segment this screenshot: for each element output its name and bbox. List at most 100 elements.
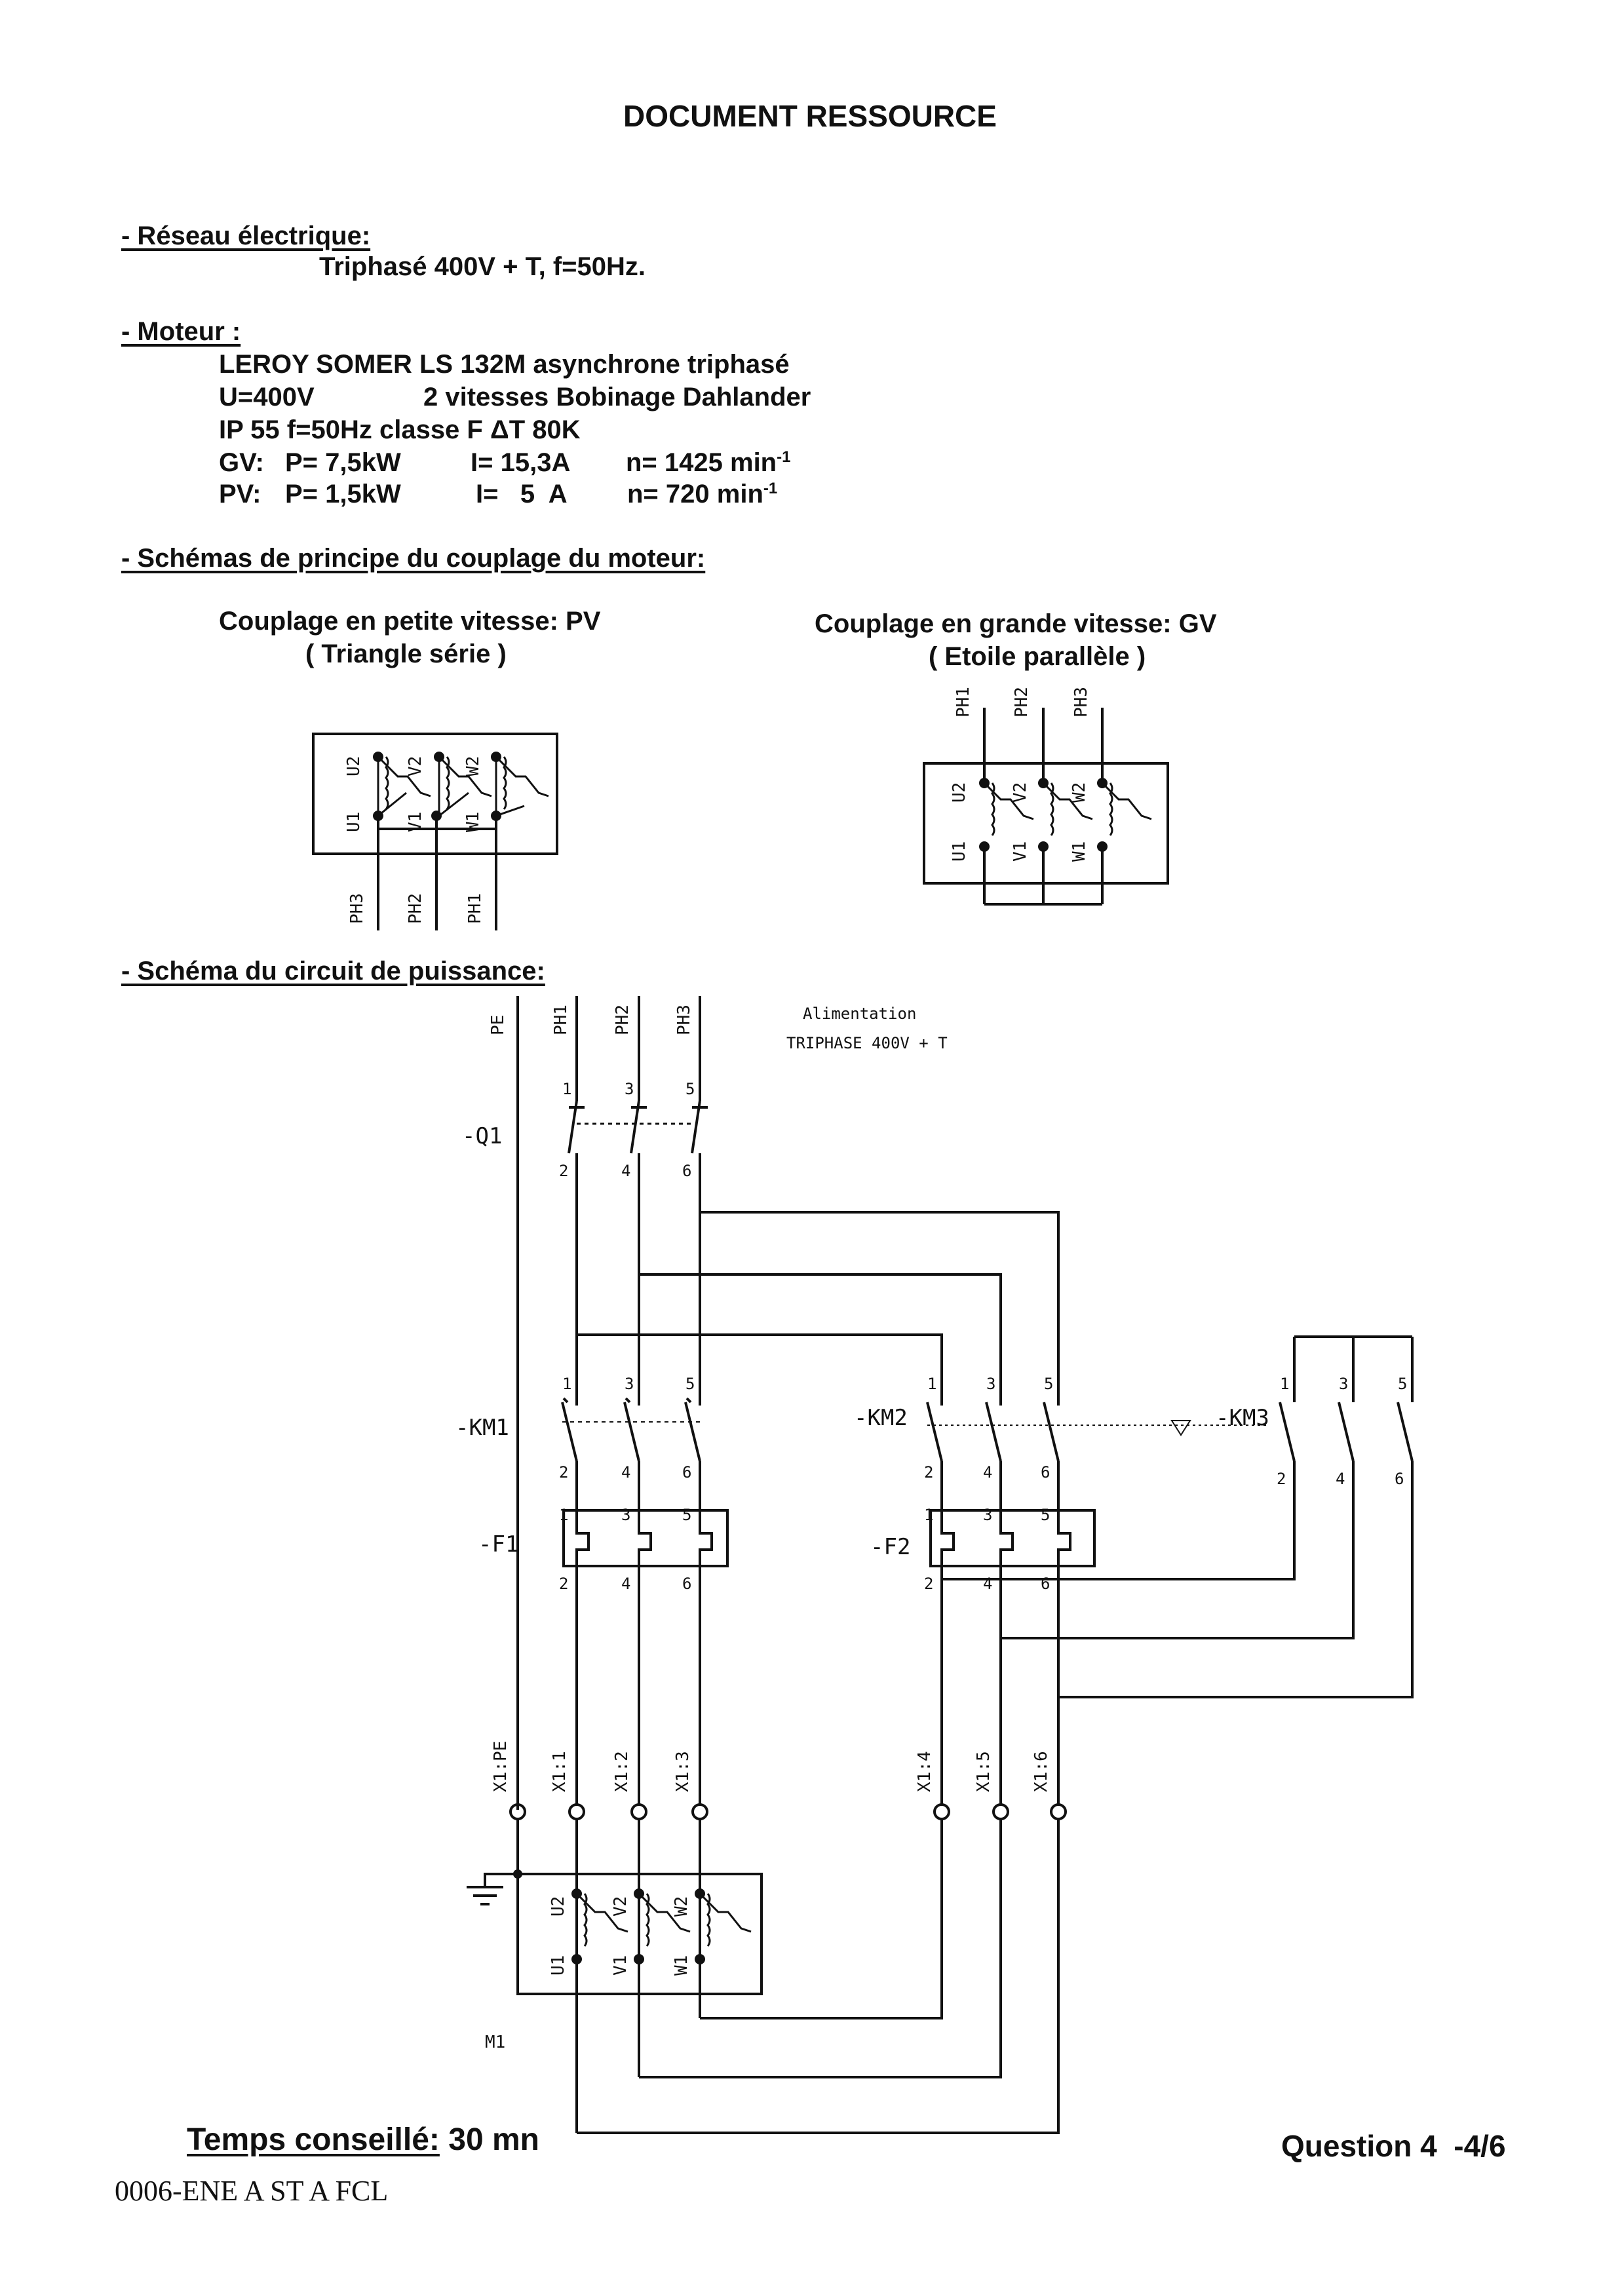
gv-w2-label: W2	[1070, 782, 1089, 803]
m1-w2-label: W2	[672, 1896, 691, 1917]
f1-n2: 2	[559, 1575, 568, 1593]
km3-n4: 4	[1336, 1470, 1345, 1488]
route-l3-km2	[700, 1211, 1060, 1383]
pv-u1-label: U1	[344, 812, 364, 832]
km2-n3: 3	[986, 1375, 995, 1393]
earth-symbol	[467, 1819, 519, 1905]
f1-n1: 1	[559, 1506, 568, 1524]
gv-current: I= 15,3A	[471, 448, 571, 477]
km3-n2: 2	[1277, 1470, 1286, 1488]
gv-speed: n= 1425 min-1	[626, 448, 791, 477]
km1-n2: 2	[559, 1463, 568, 1482]
pv-speed: n= 720 min-1	[627, 480, 778, 508]
x14-label: X1:4	[915, 1751, 935, 1792]
km3-star-route	[942, 1461, 1414, 1698]
x1pe-label: X1:PE	[491, 1741, 511, 1792]
alim-line1: Alimentation	[803, 1004, 916, 1023]
m1-ref: M1	[485, 2033, 505, 2052]
km3-contactor	[942, 1335, 1414, 1698]
f1-n4: 4	[621, 1575, 630, 1593]
km2-ref: -KM2	[854, 1405, 908, 1431]
x12-label: X1:2	[612, 1751, 632, 1792]
pv-supply-lines	[377, 816, 497, 930]
gv-star-link	[983, 847, 1104, 906]
q1-n6: 6	[682, 1162, 691, 1180]
pv-w1-label: W1	[463, 812, 483, 832]
km2-n5: 5	[1044, 1375, 1053, 1393]
q1-n4: 4	[621, 1162, 630, 1180]
puissance-heading: - Schéma du circuit de puissance:	[121, 957, 545, 985]
f1-n5: 5	[682, 1506, 691, 1524]
pv-ph1-label: PH1	[465, 893, 485, 924]
gv-ph1-label: PH1	[954, 687, 973, 718]
f2-ref: -F2	[870, 1534, 910, 1560]
f2-relay	[929, 1509, 1096, 1805]
pv-coupling-title: Couplage en petite vitesse: PV	[219, 607, 601, 636]
m1-motor-box	[516, 1873, 763, 1995]
km1-n4: 4	[621, 1463, 630, 1482]
document-code: 0006-ENE A ST A FCL	[115, 2175, 389, 2207]
pv-current: I= 5 A	[476, 480, 568, 508]
f2-n2: 2	[924, 1575, 933, 1593]
pv-coupling-sub: ( Triangle série )	[305, 640, 507, 668]
gv-coupling-title: Couplage en grande vitesse: GV	[815, 609, 1217, 638]
moteur-line3: IP 55 f=50Hz classe F ΔT 80K	[219, 415, 581, 444]
km3-n6: 6	[1395, 1470, 1404, 1488]
x15-label: X1:5	[974, 1751, 993, 1792]
km2-n2: 2	[924, 1463, 933, 1482]
question-ref: Question 4 -4/6	[1281, 2129, 1506, 2163]
phase-inputs	[575, 996, 701, 1101]
route-l2-km2	[639, 1273, 1002, 1383]
f1-ref: -F1	[478, 1531, 518, 1558]
km1-ref: -KM1	[455, 1415, 509, 1441]
gv-windings	[983, 782, 1152, 836]
gv-feed-routes	[577, 1819, 1060, 2134]
alim-line2: TRIPHASE 400V + T	[786, 1034, 948, 1052]
terminal-block-x1	[509, 1803, 1067, 1820]
km3-n3: 3	[1339, 1375, 1348, 1393]
km2-n1: 1	[927, 1375, 936, 1393]
q1-n3: 3	[625, 1080, 634, 1098]
f2-n5: 5	[1041, 1506, 1050, 1524]
pv-windings	[377, 756, 549, 817]
moteur-winding: 2 vitesses Bobinage Dahlander	[423, 383, 811, 411]
motor-feed-lines	[575, 1819, 701, 2133]
gv-ph3-label: PH3	[1071, 687, 1091, 718]
pv-ph2-label: PH2	[406, 893, 425, 924]
ph1-label: PH1	[551, 1004, 571, 1035]
km1-n6: 6	[682, 1463, 691, 1482]
gv-label: GV:	[219, 448, 264, 477]
x16-label: X1:6	[1032, 1751, 1051, 1792]
schemas-heading: - Schémas de principe du couplage du mot…	[121, 544, 706, 573]
moteur-line1: LEROY SOMER LS 132M asynchrone triphasé	[219, 350, 790, 379]
q1-n2: 2	[559, 1162, 568, 1180]
gv-u2-label: U2	[950, 782, 969, 803]
gv-power: P= 7,5kW	[285, 448, 401, 477]
f2-n3: 3	[983, 1506, 992, 1524]
f2-n4: 4	[983, 1575, 992, 1593]
m1-v1-label: V1	[611, 1955, 630, 1976]
km3-n5: 5	[1398, 1375, 1407, 1393]
m1-windings	[575, 1892, 752, 1947]
km1-n3: 3	[625, 1375, 634, 1393]
pv-label: PV:	[219, 480, 261, 508]
q1-n5: 5	[685, 1080, 695, 1098]
km3-n1: 1	[1280, 1375, 1289, 1393]
reseau-heading: - Réseau électrique:	[121, 221, 371, 250]
km2-n4: 4	[983, 1463, 992, 1482]
gv-w1-label: W1	[1070, 841, 1089, 862]
pv-w2-label: W2	[463, 756, 483, 776]
m1-u2-label: U2	[549, 1896, 568, 1917]
gv-v1-label: V1	[1011, 841, 1030, 862]
gv-ph2-label: PH2	[1012, 687, 1032, 718]
contact-numbers: 1 3 5 2 4 6 1 3 5 2 4 6 1 3 5 2 4 6 1 3 …	[559, 1080, 1407, 1593]
f1-n6: 6	[682, 1575, 691, 1593]
m1-u1-label: U1	[549, 1955, 568, 1976]
page-title: DOCUMENT RESSOURCE	[623, 99, 997, 133]
x13-label: X1:3	[673, 1751, 693, 1792]
ph3-label: PH3	[674, 1004, 694, 1035]
x11-label: X1:1	[550, 1751, 569, 1792]
reseau-text: Triphasé 400V + T, f=50Hz.	[319, 252, 646, 281]
moteur-heading: - Moteur :	[121, 317, 241, 346]
